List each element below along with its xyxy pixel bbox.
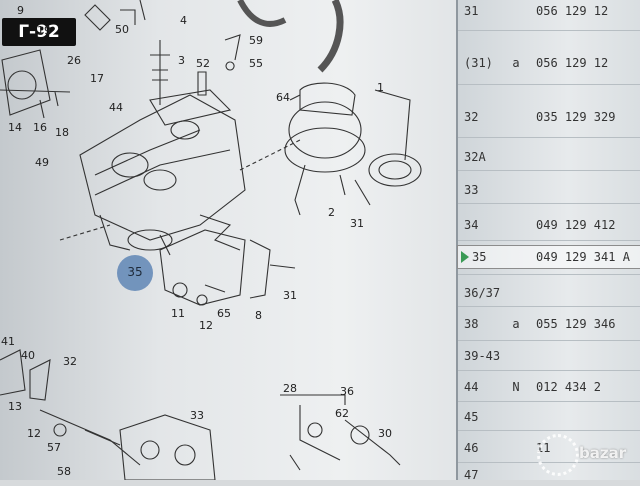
parts-row[interactable]: 32 035 129 329: [458, 106, 640, 128]
callout-4[interactable]: 4: [180, 14, 187, 27]
row-divider: [458, 274, 640, 275]
callout-13[interactable]: 13: [8, 400, 22, 413]
callout-44[interactable]: 44: [109, 101, 123, 114]
parts-row[interactable]: 36/37: [458, 282, 640, 304]
callout-50[interactable]: 50: [115, 23, 129, 36]
parts-row[interactable]: 45: [458, 406, 640, 428]
row-divider: [458, 203, 640, 204]
parts-row-position: 46: [464, 441, 479, 455]
parts-row[interactable]: 39-43: [458, 345, 640, 367]
callout-3[interactable]: 3: [178, 54, 185, 67]
parts-row[interactable]: 47: [458, 464, 640, 486]
callout-1[interactable]: 1: [377, 81, 384, 94]
callout-52[interactable]: 52: [196, 57, 210, 70]
callout-40[interactable]: 40: [21, 349, 35, 362]
parts-row-position: 33: [464, 183, 479, 197]
parts-row-position: (31): [464, 56, 493, 70]
callout-16[interactable]: 16: [33, 121, 47, 134]
callout-12-upper[interactable]: 12: [199, 319, 213, 332]
callout-32[interactable]: 32: [63, 355, 77, 368]
callout-14[interactable]: 14: [8, 121, 22, 134]
parts-row-selected[interactable]: 35 049 129 341 A: [457, 245, 640, 269]
parts-list-panel: 31 056 129 12 (31) a 056 129 12 32 035 1…: [456, 0, 640, 482]
parts-row-position: 39-43: [464, 349, 501, 363]
watermark-label: Г-92: [2, 18, 76, 46]
callout-65[interactable]: 65: [217, 307, 231, 320]
sun-logo-icon: [537, 434, 579, 476]
parts-row[interactable]: (31) a 056 129 12: [458, 52, 640, 74]
callout-33[interactable]: 33: [190, 409, 204, 422]
parts-row[interactable]: 44 N 012 434 2: [458, 376, 640, 398]
parts-row-code: a: [512, 56, 520, 70]
callout-9[interactable]: 9: [17, 4, 24, 17]
row-divider: [458, 84, 640, 85]
row-divider: [458, 401, 640, 402]
callout-26[interactable]: 26: [67, 54, 81, 67]
parts-row-position: 35: [472, 250, 487, 264]
callout-12-lower[interactable]: 12: [27, 427, 41, 440]
callout-59[interactable]: 59: [249, 34, 263, 47]
parts-row-position: 31: [464, 4, 479, 18]
callout-36[interactable]: 36: [340, 385, 354, 398]
parts-row-number: 012 434 2: [536, 380, 602, 394]
callout-18[interactable]: 18: [55, 126, 69, 139]
parts-row-position: 38: [464, 317, 479, 331]
parts-row[interactable]: 32A: [458, 146, 640, 168]
parts-row-position: 44: [464, 380, 479, 394]
callout-49[interactable]: 49: [35, 156, 49, 169]
callout-57[interactable]: 57: [47, 441, 61, 454]
row-divider: [458, 240, 640, 241]
brand-watermark: bazar: [535, 432, 640, 476]
exploded-parts-diagram: Г-92 9 19 50 4 59 55 3 52 26 17 44 14 16…: [0, 0, 456, 480]
row-divider: [458, 370, 640, 371]
callout-31-upper[interactable]: 31: [350, 217, 364, 230]
parts-row-number: 035 129 329: [536, 110, 616, 124]
callout-19[interactable]: 19: [37, 24, 51, 37]
callout-55[interactable]: 55: [249, 57, 263, 70]
highlight-marker[interactable]: [117, 255, 153, 291]
parts-row-position: 36/37: [464, 286, 501, 300]
callout-58[interactable]: 58: [57, 465, 71, 478]
row-divider: [458, 340, 640, 341]
row-divider: [458, 30, 640, 31]
parts-row-code: a: [512, 317, 520, 331]
brand-watermark-text: bazar: [579, 444, 627, 462]
row-divider: [458, 430, 640, 431]
callout-30[interactable]: 30: [378, 427, 392, 440]
parts-row-code: N: [512, 380, 520, 394]
parts-row-number: 049 129 341 A: [536, 250, 630, 264]
callout-64[interactable]: 64: [276, 91, 290, 104]
selected-arrow-icon: [461, 251, 469, 263]
callout-41[interactable]: 41: [1, 335, 15, 348]
callout-8[interactable]: 8: [255, 309, 262, 322]
diagram-drawing: [0, 0, 422, 480]
callout-28[interactable]: 28: [283, 382, 297, 395]
parts-row-number: 056 129 12: [536, 4, 609, 18]
parts-row-position: 45: [464, 410, 479, 424]
parts-row[interactable]: 31 056 129 12: [458, 0, 640, 22]
callout-11[interactable]: 11: [171, 307, 185, 320]
row-divider: [458, 137, 640, 138]
callout-17[interactable]: 17: [90, 72, 104, 85]
parts-row-number: 056 129 12: [536, 56, 609, 70]
parts-row-position: 32: [464, 110, 479, 124]
parts-row-number: 055 129 346: [536, 317, 616, 331]
parts-row[interactable]: 33: [458, 179, 640, 201]
row-divider: [458, 306, 640, 307]
parts-row[interactable]: 34 049 129 412: [458, 214, 640, 236]
callout-31-lower[interactable]: 31: [283, 289, 297, 302]
parts-row-position: 47: [464, 468, 479, 482]
parts-row-position: 32A: [464, 150, 486, 164]
parts-row-number: 049 129 412: [536, 218, 616, 232]
row-divider: [458, 170, 640, 171]
highlight-callout-35[interactable]: 35: [127, 265, 143, 279]
parts-row-position: 34: [464, 218, 479, 232]
callout-62[interactable]: 62: [335, 407, 349, 420]
parts-row[interactable]: 38 a 055 129 346: [458, 313, 640, 335]
callout-2[interactable]: 2: [328, 206, 335, 219]
